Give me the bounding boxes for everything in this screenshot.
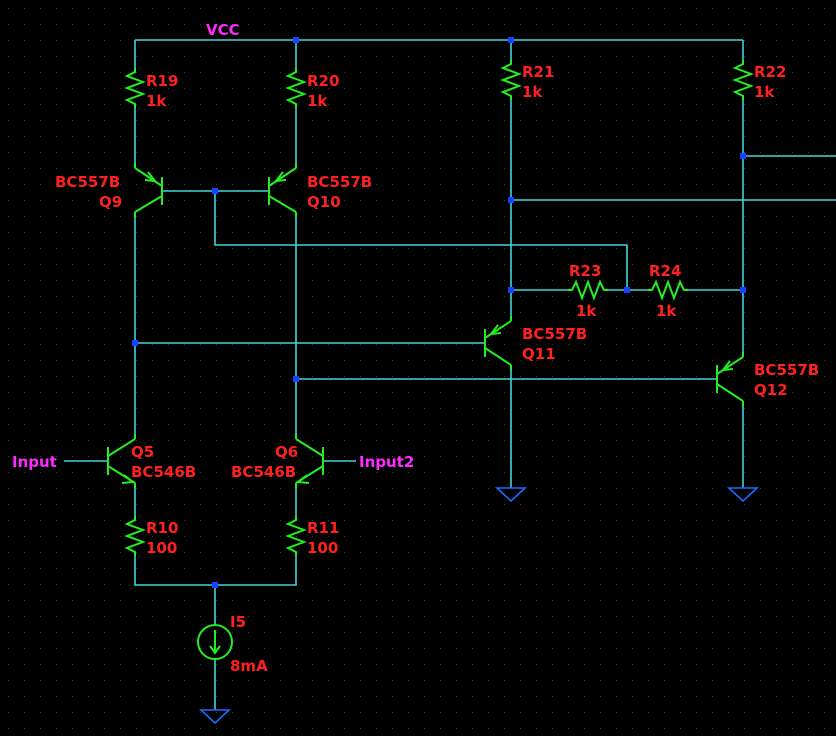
label-q6-model: BC546B (231, 463, 296, 481)
grounds (198, 487, 760, 725)
label-q5-name: Q5 (131, 443, 154, 461)
resistors (124, 60, 754, 556)
net-label-input: Input (12, 453, 57, 471)
resistor-r19 (124, 68, 146, 108)
label-r19-value: 1k (146, 92, 167, 110)
labels: VCC Input Input2 R19 1k R20 1k R21 1k R2… (12, 21, 819, 675)
transistor-q10 (268, 163, 297, 217)
resistor-r10 (124, 516, 146, 556)
label-q10-name: Q10 (307, 193, 341, 211)
ground-icon (494, 487, 528, 503)
current-source-i5 (197, 624, 233, 660)
label-r21-name: R21 (522, 63, 554, 81)
transistor-q12 (716, 352, 744, 406)
label-r21-value: 1k (522, 83, 543, 101)
label-q11-name: Q11 (522, 345, 556, 363)
transistor-q9 (134, 163, 163, 217)
net-label-vcc: VCC (206, 21, 240, 39)
junctions (132, 37, 746, 588)
transistors (107, 163, 744, 488)
label-q9-model: BC557B (55, 173, 120, 191)
label-r23-value: 1k (576, 302, 597, 320)
ground-icon (198, 709, 232, 725)
label-q5-model: BC546B (131, 463, 196, 481)
label-q12-model: BC557B (754, 361, 819, 379)
resistor-r11 (285, 516, 307, 556)
label-r20-value: 1k (307, 92, 328, 110)
ground-icon (726, 487, 760, 503)
label-r24-name: R24 (649, 262, 681, 280)
label-r11-name: R11 (307, 519, 339, 537)
label-q12-name: Q12 (754, 381, 788, 399)
resistor-r23 (568, 279, 608, 301)
transistor-q5 (107, 434, 136, 488)
resistor-r24 (648, 279, 688, 301)
label-q9-name: Q9 (99, 193, 122, 211)
background-grid (8, 8, 825, 729)
resistor-r21 (500, 60, 522, 100)
label-r20-name: R20 (307, 72, 339, 90)
label-i5-value: 8mA (230, 657, 268, 675)
net-label-input2: Input2 (359, 453, 414, 471)
label-r19-name: R19 (146, 72, 178, 90)
label-r24-value: 1k (656, 302, 677, 320)
label-r11-value: 100 (307, 539, 338, 557)
wires (64, 39, 836, 710)
label-r22-value: 1k (754, 83, 775, 101)
label-i5-name: I5 (230, 613, 246, 631)
label-q10-model: BC557B (307, 173, 372, 191)
label-r22-name: R22 (754, 63, 786, 81)
label-q6-name: Q6 (275, 443, 298, 461)
label-r10-name: R10 (146, 519, 178, 537)
label-q11-model: BC557B (522, 325, 587, 343)
transistor-q6 (295, 434, 324, 488)
resistor-r20 (285, 68, 307, 108)
resistor-r22 (732, 60, 754, 100)
label-r10-value: 100 (146, 539, 177, 557)
label-r23-name: R23 (569, 262, 601, 280)
transistor-q11 (484, 316, 512, 370)
